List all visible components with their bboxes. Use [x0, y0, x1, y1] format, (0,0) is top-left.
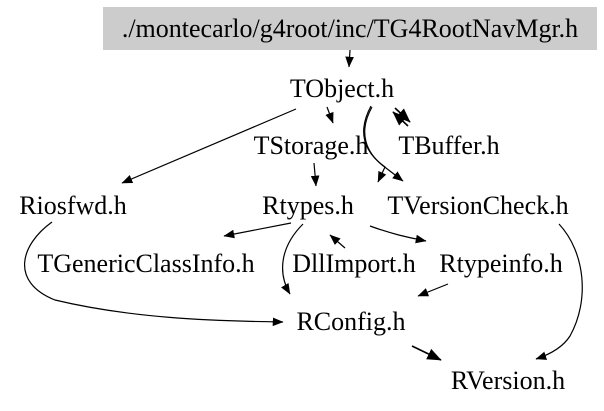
edge-rconfig-to-rversion: [411, 345, 442, 361]
edge-rtypes-to-rconfig: [281, 223, 304, 295]
node-tstorage[interactable]: TStorage.h: [253, 131, 369, 160]
node-tversioncheck[interactable]: TVersionCheck.h: [387, 191, 569, 220]
edge-rtypes-to-tgenericclassinfo: [223, 222, 292, 239]
edge-tobject-to-tbuffer: [394, 107, 411, 123]
node-rconfig[interactable]: RConfig.h: [296, 307, 406, 336]
edge-rtypes-to-rtypeinfo: [369, 225, 427, 244]
edge-tobject-to-riosfwd: [121, 108, 297, 184]
node-riosfwd[interactable]: Riosfwd.h: [19, 191, 127, 220]
node-tobject[interactable]: TObject.h: [289, 74, 395, 103]
edge-root-to-tobject: [345, 49, 354, 68]
node-tbuffer[interactable]: TBuffer.h: [398, 131, 500, 160]
edge-tversioncheck-to-rversion: [535, 223, 583, 360]
node-rtypes[interactable]: Rtypes.h: [262, 191, 354, 220]
node-rtypeinfo[interactable]: Rtypeinfo.h: [439, 249, 563, 278]
edge-riosfwd-to-rconfig: [24, 221, 284, 327]
node-rversion[interactable]: RVersion.h: [450, 366, 566, 395]
edge-dllimport-to-rtypes: [329, 234, 346, 249]
edge-tstorage-to-rtypes: [310, 162, 320, 187]
node-tg4rootnavmgr: ./montecarlo/g4root/inc/TG4RootNavMgr.h: [103, 7, 597, 50]
edge-tobject-to-tstorage: [325, 106, 334, 124]
edge-tobject-to-tversioncheck: [364, 106, 404, 182]
node-dllimport[interactable]: DllImport.h: [292, 249, 416, 278]
edge-rtypeinfo-to-rconfig: [417, 283, 449, 297]
node-tgenericclassinfo[interactable]: TGenericClassInfo.h: [37, 249, 255, 278]
